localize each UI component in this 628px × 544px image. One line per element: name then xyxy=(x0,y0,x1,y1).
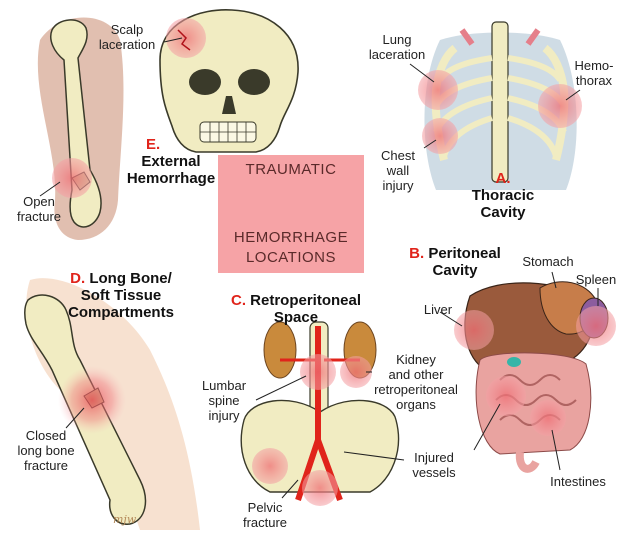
chest-wall-injury-label: Chest wall injury xyxy=(381,148,415,193)
section-b-header: B. Peritoneal Cavity xyxy=(390,245,520,279)
hemothorax-leader xyxy=(565,89,581,101)
lung-laceration-marker xyxy=(418,70,458,110)
stomach-label: Stomach xyxy=(522,254,574,269)
intestines-marker-1 xyxy=(486,376,526,416)
section-c-letter: C. xyxy=(230,292,246,309)
closed-fracture-label: Closed long bone fracture xyxy=(17,428,75,473)
section-b-letter: B. xyxy=(409,245,425,262)
section-a-title-2: Cavity xyxy=(480,204,526,221)
lung-laceration-leader xyxy=(409,63,435,83)
open-fracture-leader xyxy=(39,181,61,197)
section-e-title-1: External xyxy=(141,153,201,170)
section-c-title-2: Space xyxy=(273,309,319,326)
intestines-leader-2 xyxy=(473,403,501,451)
section-a-letter: A. xyxy=(495,170,511,187)
title-line-2: HEMORRHAGE xyxy=(233,229,349,246)
spleen-marker xyxy=(576,306,616,346)
section-e-letter: E. xyxy=(146,136,161,153)
kidney-label: Kidney and other retroperitoneal organs xyxy=(374,352,458,412)
section-d-title-2: Soft Tissue xyxy=(80,287,162,304)
lung-laceration-label: Lung laceration xyxy=(368,32,426,62)
open-fracture-marker xyxy=(52,158,92,198)
section-b-title-1: Peritoneal xyxy=(428,245,501,262)
artist-signature: mjw xyxy=(113,513,137,526)
section-e-header: E. External Hemorrhage xyxy=(116,136,226,187)
section-a-header: A. Thoracic Cavity xyxy=(448,170,558,221)
section-d-title-3: Compartments xyxy=(68,304,174,321)
hemothorax-label: Hemo- thorax xyxy=(574,58,614,88)
chest-wall-leader xyxy=(423,139,437,149)
title-line-1: TRAUMATIC xyxy=(245,161,337,178)
stomach-leader xyxy=(551,271,557,289)
intestines-leader-1 xyxy=(551,429,561,471)
title-box: TRAUMATIC HEMORRHAGE LOCATIONS xyxy=(218,155,364,273)
lumbar-leader xyxy=(255,375,307,401)
open-fracture-label: Open fracture xyxy=(16,194,62,224)
kidney-marker xyxy=(340,356,372,388)
hemothorax-marker xyxy=(538,84,582,128)
scalp-laceration-leader xyxy=(163,37,183,43)
section-a-title-1: Thoracic xyxy=(471,187,535,204)
section-d-header: D. Long Bone/ Soft Tissue Compartments xyxy=(46,270,196,321)
spleen-label: Spleen xyxy=(575,272,617,287)
lumbar-marker xyxy=(300,354,336,390)
closed-fracture-marker xyxy=(58,366,126,434)
injured-vessels-label: Injured vessels xyxy=(412,450,456,480)
lumbar-spine-label: Lumbar spine injury xyxy=(201,378,247,423)
closed-fracture-leader xyxy=(65,407,85,429)
chest-wall-marker xyxy=(422,118,458,154)
pelvic-marker-1 xyxy=(252,448,288,484)
section-c-header: C. Retroperitoneal Space xyxy=(206,292,386,326)
section-e-title-2: Hemorrhage xyxy=(126,170,216,187)
section-b-title-2: Cavity xyxy=(432,262,478,279)
pelvic-marker-2 xyxy=(302,470,338,506)
pelvic-leader xyxy=(281,479,299,499)
section-c-title-1: Retroperitoneal xyxy=(250,292,362,309)
vessels-leader xyxy=(343,451,405,461)
section-d-letter: D. xyxy=(70,270,86,287)
liver-label: Liver xyxy=(423,302,453,317)
liver-marker xyxy=(454,310,494,350)
liver-leader xyxy=(439,311,463,327)
title-line-3: LOCATIONS xyxy=(245,249,337,266)
scalp-laceration-label: Scalp laceration xyxy=(98,22,156,52)
intestines-label: Intestines xyxy=(550,474,606,489)
pelvic-fracture-label: Pelvic fracture xyxy=(242,500,288,530)
section-d-title-1: Long Bone/ xyxy=(89,270,172,287)
intestines-marker-2 xyxy=(530,400,566,436)
